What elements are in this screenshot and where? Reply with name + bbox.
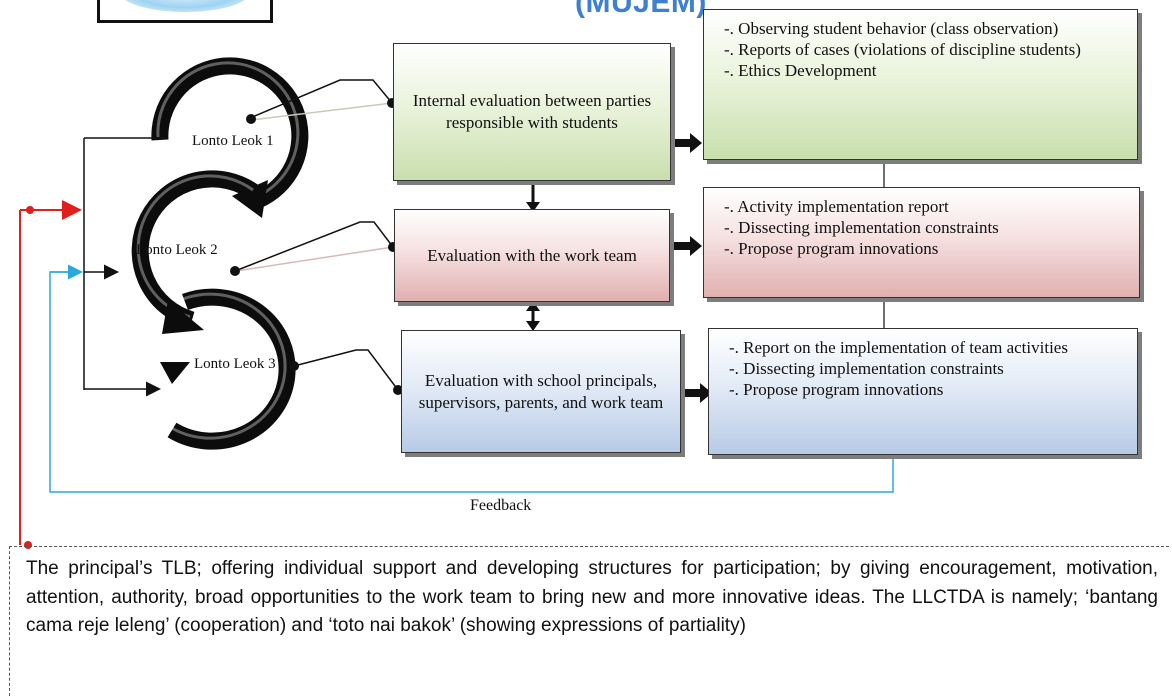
blue-feedback-line [49,264,894,493]
red-connector [19,200,82,549]
detail-box-activity-report: -. Activity implementation report -. Dis… [703,187,1140,298]
loop-2-label: Lonto Leok 2 [136,242,218,258]
detail-item: -. Activity implementation report [724,197,949,216]
loop-3-label: Lonto Leok 3 [194,356,276,372]
loop-1-label: Lonto Leok 1 [192,133,274,149]
detail-box-team-activities: -. Report on the implementation of team … [708,328,1138,455]
detail-item: -. Ethics Development [724,61,877,80]
feedback-label: Feedback [470,497,532,514]
detail-box-student-behavior: -. Observing student behavior (class obs… [703,9,1138,160]
loop-3-ring [160,288,296,450]
header-partial-title: (MUJEM) [575,0,707,19]
note-frame [9,546,1169,696]
left-bracket [83,137,168,397]
loop-connectors [230,79,403,395]
detail-item: -. Dissecting implementation constraints [729,359,1004,378]
logo-image [97,0,273,23]
detail-item: -. Propose program innovations [724,239,939,258]
evaluation-box-work-team: Evaluation with the work team [394,209,670,302]
loop-2-ring [131,170,261,334]
note-text: The principal’s TLB; offering individual… [26,558,1158,636]
detail-item: -. Propose program innovations [729,380,944,399]
detail-item: -. Observing student behavior (class obs… [724,19,1059,38]
detail-item: -. Dissecting implementation constraints [724,218,999,237]
evaluation-box-internal: Internal evaluation between parties resp… [393,43,671,181]
logo-glow [120,0,250,12]
detail-item: -. Report on the implementation of team … [729,338,1068,357]
detail-item: -. Reports of cases (violations of disci… [724,40,1081,59]
right-arrows [671,133,712,403]
evaluation-box-school-principals: Evaluation with school principals, super… [401,330,681,453]
